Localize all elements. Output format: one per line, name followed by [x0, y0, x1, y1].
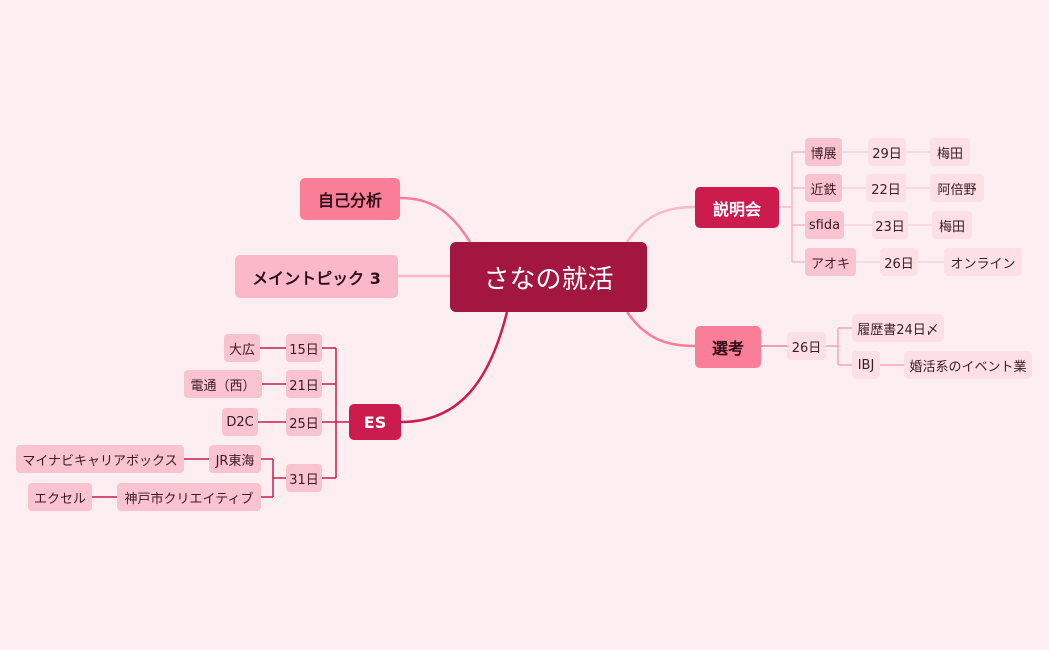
topic-setsumeikai[interactable]: 説明会 — [695, 187, 779, 228]
connector-es — [400, 311, 509, 424]
company-node[interactable]: アオキ — [805, 248, 856, 276]
topic-jiko-bunseki[interactable]: 自己分析 — [300, 178, 400, 220]
date-node[interactable]: 15日 — [286, 334, 322, 362]
central-topic[interactable]: さなの就活 — [450, 242, 647, 312]
date-node[interactable]: 25日 — [286, 408, 322, 436]
company-node[interactable]: 近鉄 — [805, 174, 842, 202]
company-node[interactable]: 博展 — [805, 138, 842, 166]
place-node[interactable]: 梅田 — [932, 211, 972, 239]
topic-senko[interactable]: 選考 — [695, 326, 761, 368]
company-node[interactable]: 神戸市クリエイティブ — [117, 483, 261, 511]
topic-es[interactable]: ES — [349, 404, 401, 440]
company-node[interactable]: 大広 — [224, 334, 260, 362]
connector-jiko — [399, 196, 472, 243]
company-node[interactable]: 電通（西） — [184, 370, 262, 398]
topic-main-topic-3[interactable]: メイントピック 3 — [235, 255, 398, 298]
company-node[interactable]: JR東海 — [209, 445, 261, 473]
place-node[interactable]: オンライン — [944, 248, 1022, 276]
date-node[interactable]: 22日 — [866, 174, 906, 202]
company-node[interactable]: sfida — [805, 211, 844, 239]
date-node[interactable]: 21日 — [286, 370, 322, 398]
note-node[interactable]: マイナビキャリアボックス — [16, 445, 184, 473]
company-node[interactable]: IBJ — [852, 351, 880, 379]
connector-senko — [625, 311, 696, 348]
date-node[interactable]: 31日 — [286, 464, 322, 492]
date-node[interactable]: 26日 — [880, 248, 918, 276]
connector-setsumeikai — [625, 205, 696, 243]
note-node[interactable]: 婚活系のイベント業 — [904, 351, 1032, 379]
company-node[interactable]: D2C — [222, 408, 258, 436]
place-node[interactable]: 阿倍野 — [930, 174, 984, 202]
date-node[interactable]: 29日 — [868, 138, 906, 166]
date-node[interactable]: 26日 — [787, 332, 826, 360]
resume-deadline-node[interactable]: 履歴書24日〆 — [852, 314, 944, 342]
place-node[interactable]: 梅田 — [930, 138, 970, 166]
date-node[interactable]: 23日 — [872, 211, 908, 239]
note-node[interactable]: エクセル — [28, 483, 92, 511]
